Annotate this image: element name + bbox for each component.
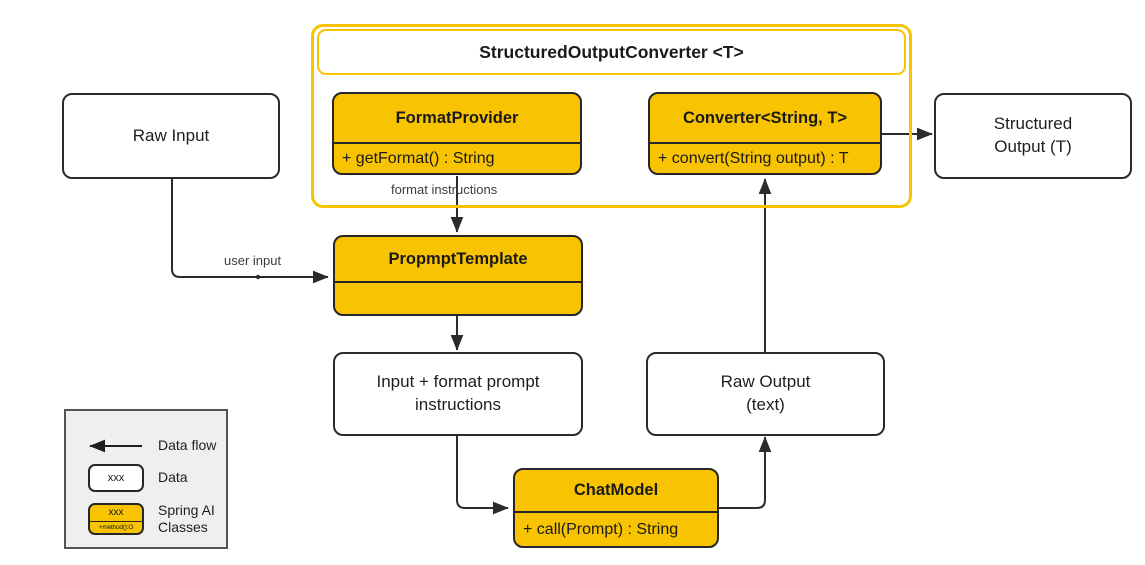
- node-structured-output[interactable]: Structured Output (T): [934, 93, 1132, 179]
- chat-model-title: ChatModel: [573, 481, 659, 499]
- edge-label-format-instructions: format instructions: [391, 182, 498, 197]
- data-flow-arrow-icon: [89, 439, 142, 453]
- legend-swatch-data-text: xxx: [107, 472, 125, 484]
- node-raw-output[interactable]: Raw Output (text): [646, 352, 885, 436]
- node-input-format-prompt[interactable]: Input + format prompt instructions: [333, 352, 583, 436]
- format-provider-title: FormatProvider: [395, 108, 519, 127]
- node-format-provider[interactable]: FormatProvider + getFormat() : String: [332, 92, 582, 175]
- legend-label-spring-ai-line2: Classes: [158, 519, 208, 535]
- structured-output-line1: Structured: [993, 114, 1073, 134]
- legend-label-data-flow: Data flow: [158, 437, 217, 454]
- node-raw-input[interactable]: Raw Input: [62, 93, 280, 179]
- legend-swatch-class-divider: [90, 520, 142, 522]
- legend-swatch-data: xxx: [88, 464, 144, 492]
- structured-output-line2: Output (T): [994, 137, 1072, 156]
- edge-chatmodel-to-rawoutput: [719, 436, 772, 509]
- container-title: StructuredOutputConverter <T>: [479, 41, 744, 62]
- structured-output-converter-container: [311, 24, 912, 208]
- legend-label-spring-ai-line1: Spring AI: [158, 501, 215, 518]
- raw-output-line1: Raw Output: [720, 372, 811, 392]
- input-format-line2: instructions: [415, 395, 501, 414]
- edge-label-user-input: user input: [224, 253, 282, 268]
- format-provider-divider: [334, 142, 580, 144]
- converter-method: + convert(String output) : T: [658, 149, 849, 167]
- converter-title: Converter<String, T>: [682, 108, 848, 127]
- legend-swatch-class-title: xxx: [108, 507, 124, 519]
- prompt-template-divider: [335, 281, 581, 283]
- legend-swatch-spring-ai-class: xxx +method():O: [88, 503, 144, 535]
- chat-model-divider: [515, 511, 717, 513]
- node-prompt-template[interactable]: PropmptTemplate: [333, 235, 583, 316]
- structured-output-converter-header: StructuredOutputConverter <T>: [317, 29, 906, 75]
- raw-output-line2: (text): [746, 395, 785, 414]
- legend-swatch-class-method: +method():O: [98, 523, 134, 531]
- edge-inputformat-to-chatmodel: [456, 434, 509, 515]
- node-converter[interactable]: Converter<String, T> + convert(String ou…: [648, 92, 882, 175]
- input-format-line1: Input + format prompt: [376, 372, 540, 392]
- format-provider-method: + getFormat() : String: [342, 149, 495, 167]
- legend-row-spring-ai-classes: xxx +method():O Spring AI Classes: [88, 501, 233, 537]
- node-chat-model[interactable]: ChatModel + call(Prompt) : String: [513, 468, 719, 548]
- edge-junction-dot: [255, 274, 261, 280]
- legend: Data flow xxx Data xxx +method():O Sprin…: [64, 409, 228, 549]
- chat-model-method: + call(Prompt) : String: [523, 520, 679, 538]
- prompt-template-method: [335, 283, 581, 314]
- converter-divider: [650, 142, 880, 144]
- raw-input-label: Raw Input: [132, 125, 210, 145]
- legend-row-data-flow: Data flow: [80, 433, 220, 459]
- legend-row-data: xxx Data: [88, 463, 228, 493]
- legend-label-data: Data: [158, 469, 188, 486]
- prompt-template-title: PropmptTemplate: [388, 249, 528, 268]
